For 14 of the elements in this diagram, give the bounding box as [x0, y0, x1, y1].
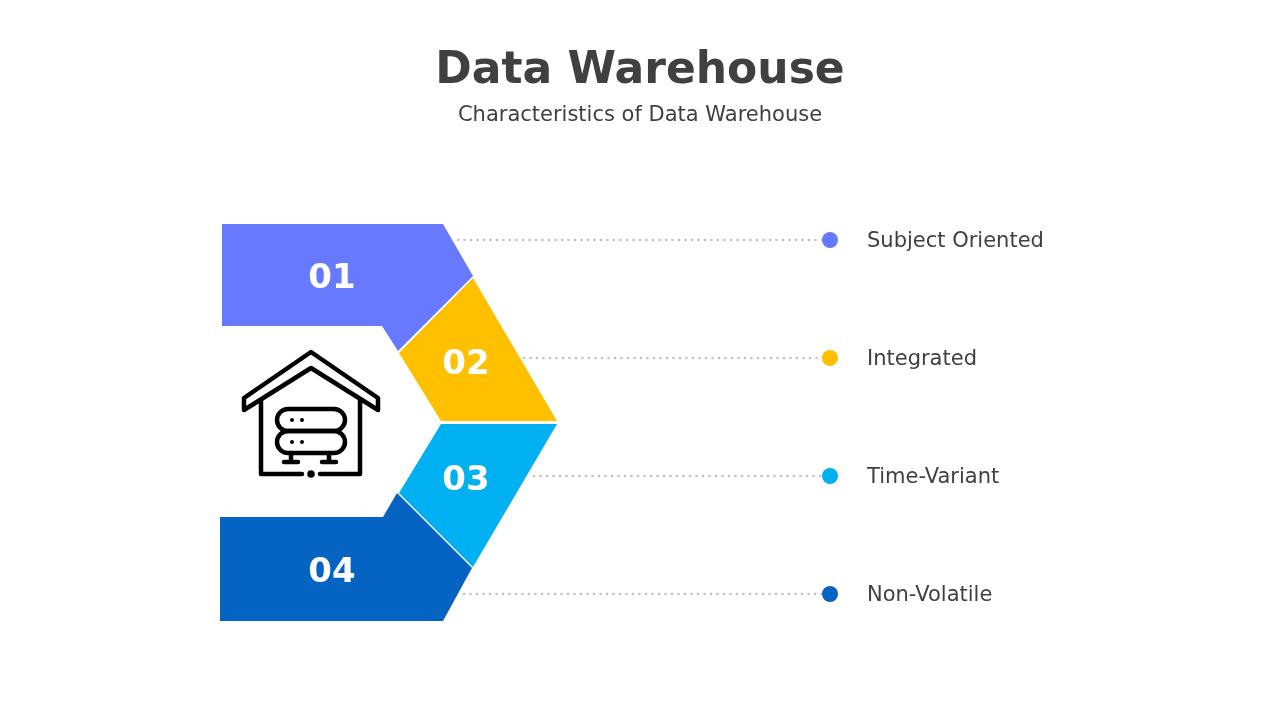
dotted-connector	[462, 586, 840, 602]
step-number: 04	[308, 550, 356, 590]
dotted-connector	[532, 468, 840, 484]
subtitle: Characteristics of Data Warehouse	[456, 102, 824, 126]
title: Data Warehouse	[434, 42, 846, 93]
step-number: 01	[308, 256, 356, 296]
step-number: 03	[442, 458, 490, 498]
characteristic-label: Time-Variant	[838, 460, 1000, 492]
characteristic-label: Subject Oriented	[838, 224, 1044, 256]
characteristic-label: Non-Volatile	[838, 578, 993, 610]
characteristic-label: Integrated	[838, 342, 977, 374]
step-number: 02	[442, 342, 490, 382]
dotted-connector	[456, 232, 840, 248]
dotted-connector	[522, 350, 840, 366]
